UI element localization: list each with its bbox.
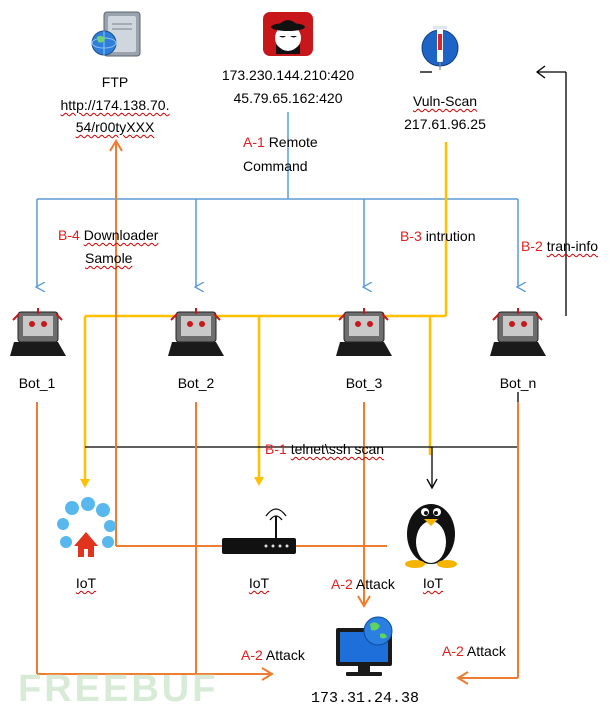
linux-penguin-icon [405, 504, 457, 568]
edge-a2-right-text: Attack [466, 643, 506, 659]
edge-b2-text: tran-info [546, 238, 599, 254]
edge-b4-text2: Samole [85, 250, 133, 266]
edge-b4-label: B-4 Downloader Samole [58, 226, 158, 267]
edge-b3-text: intrution [425, 228, 476, 244]
edge-b4-text1: Downloader [83, 227, 159, 243]
edge-b2-code: B-2 [521, 238, 543, 254]
watermark-logo: FREEBUF [18, 668, 219, 710]
bot-label-n: Bot_n [499, 375, 537, 391]
target-monitor-icon [336, 616, 393, 676]
edge-a1-code: A-1 [243, 134, 265, 150]
c2-ip-2: 45.79.65.162:420 [233, 90, 343, 106]
b4-a2-connectors [36, 139, 519, 685]
edge-a2-right-code: A-2 [442, 643, 464, 659]
edge-b1-label: B-1 telnet\ssh scan [265, 440, 384, 458]
edge-a2-iot-code: A-2 [331, 576, 353, 592]
ftp-url-line1: http://174.138.70. [60, 97, 170, 113]
edge-b2-label: B-2 tran-info [521, 237, 598, 255]
edge-a2-left-text: Attack [265, 647, 305, 663]
ftp-server-icon [91, 11, 141, 57]
target-ip: 173.31.24.38 [310, 690, 420, 707]
edge-a2-left-code: A-2 [241, 647, 263, 663]
vuln-scan-ip: 217.61.96.25 [404, 116, 486, 132]
bot-label-3: Bot_3 [345, 375, 383, 391]
bot-icon-2 [168, 308, 224, 356]
edge-a1-text1: Remote [268, 134, 318, 150]
edge-a2-left-label: A-2 Attack [241, 646, 305, 664]
c2-label: 173.230.144.210:420 45.79.65.162:420 [203, 66, 373, 107]
edge-a2-right-label: A-2 Attack [442, 642, 506, 660]
edge-b3-label: B-3 intrution [400, 227, 476, 245]
hacker-icon [263, 12, 313, 56]
router-icon [222, 508, 296, 554]
ftp-url-line2: 54/r00tyXXX [75, 119, 155, 135]
bot-icon-1 [10, 308, 66, 356]
edge-a1-label: A-1 Remote Command [243, 133, 318, 175]
edge-a2-iot-label: A-2 Attack [331, 575, 395, 593]
ftp-label: FTP http://174.138.70. 54/r00tyXXX [60, 73, 170, 136]
bot-icon-3 [336, 308, 392, 356]
vuln-scan-label: Vuln-Scan 217.61.96.25 [390, 92, 500, 133]
bot-label-1: Bot_1 [18, 375, 56, 391]
syringe-icon [420, 26, 459, 73]
edge-b1-code: B-1 [265, 441, 287, 457]
bot-icon-n [490, 308, 546, 356]
b3-connectors [80, 142, 448, 488]
edge-b3-code: B-3 [400, 228, 422, 244]
edge-a2-iot-text: Attack [355, 576, 395, 592]
smart-home-icon [57, 497, 116, 557]
edge-a1-text2: Command [243, 158, 308, 174]
iot-label-2: IoT [248, 575, 270, 591]
a1-connectors [37, 112, 518, 287]
edge-b4-code: B-4 [58, 227, 80, 243]
bot-label-2: Bot_2 [177, 375, 215, 391]
c2-ip-1: 173.230.144.210:420 [221, 67, 355, 83]
ftp-title: FTP [101, 74, 129, 90]
iot-label-3: IoT [422, 575, 444, 591]
edge-b1-text: telnet\ssh scan [290, 441, 385, 457]
iot-label-1: IoT [75, 575, 97, 591]
vuln-scan-title: Vuln-Scan [412, 93, 478, 109]
